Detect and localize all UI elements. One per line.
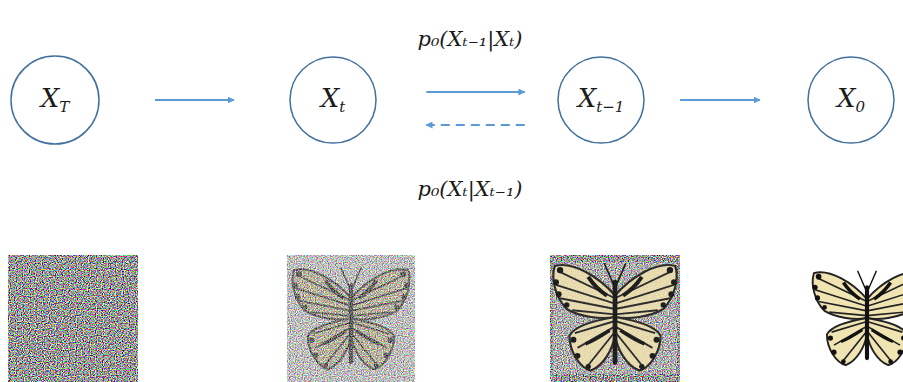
- state-label: X0: [837, 85, 865, 115]
- probability-label: p₀(Xₜ₋₁|Xₜ): [414, 27, 525, 52]
- noise-image: [8, 255, 138, 382]
- state-label: Xt−1: [578, 85, 625, 115]
- arrow: [426, 91, 524, 93]
- noisy-image: [287, 255, 415, 382]
- clean-image: [812, 271, 903, 365]
- probability-label: p₀(Xₜ|Xₜ₋₁): [414, 177, 525, 202]
- arrow: [680, 99, 760, 101]
- dashed-arrow: [426, 124, 525, 126]
- state-label: Xt: [321, 85, 346, 115]
- state-label: XT: [41, 85, 70, 115]
- state-circle: Xt: [289, 56, 377, 144]
- arrow: [155, 99, 234, 101]
- state-circle: XT: [10, 55, 100, 145]
- noisy-image: [550, 255, 680, 382]
- state-circle: Xt−1: [557, 56, 645, 144]
- state-circle: X0: [807, 56, 895, 144]
